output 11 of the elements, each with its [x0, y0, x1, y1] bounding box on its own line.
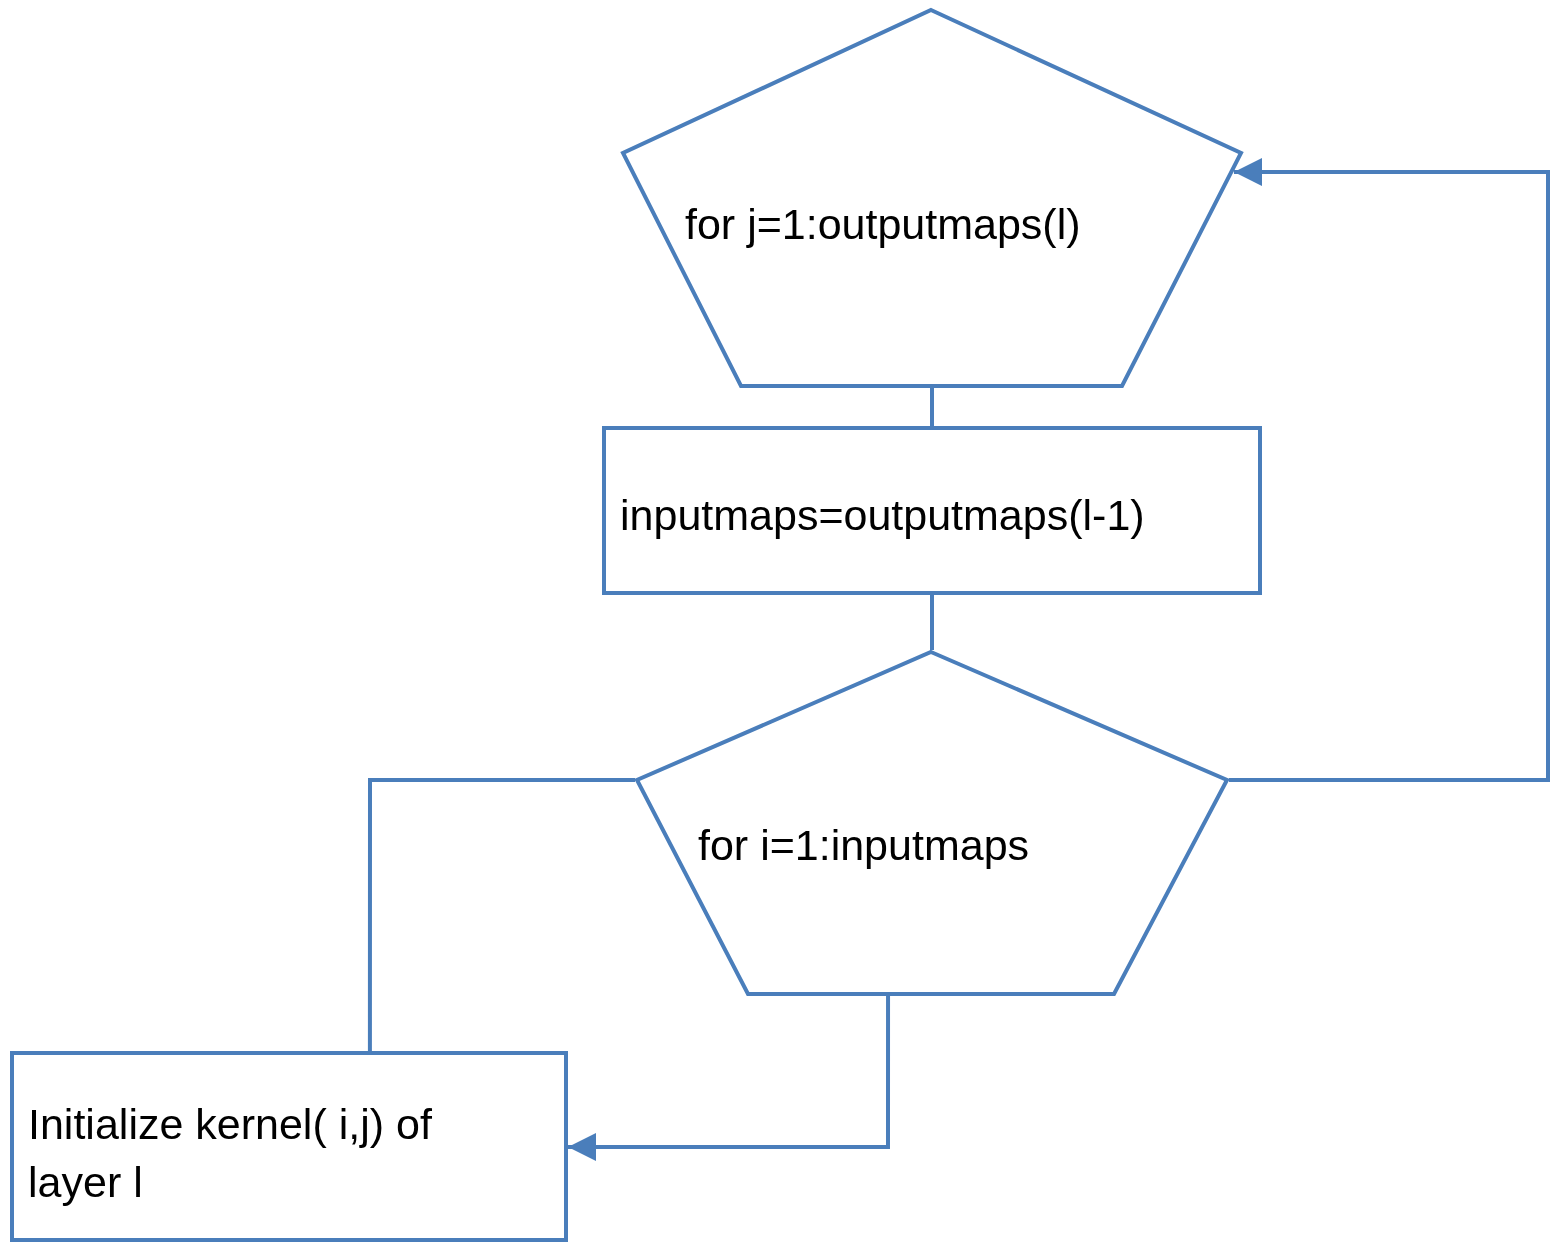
process-box	[10, 1051, 568, 1242]
process-box	[602, 426, 1262, 595]
connector-line	[930, 388, 934, 426]
node-text: for j=1:outputmaps(l)	[685, 199, 1082, 250]
node-text: Initialize kernel( i,j) of layer l	[28, 1099, 433, 1208]
arrow	[568, 996, 891, 1161]
connector-line	[930, 595, 934, 650]
node-text: for i=1:inputmaps	[698, 820, 1031, 871]
connector-line	[367, 778, 635, 1051]
arrow	[1229, 158, 1550, 782]
node-text: inputmaps=outputmaps(l-1)	[620, 490, 1146, 541]
